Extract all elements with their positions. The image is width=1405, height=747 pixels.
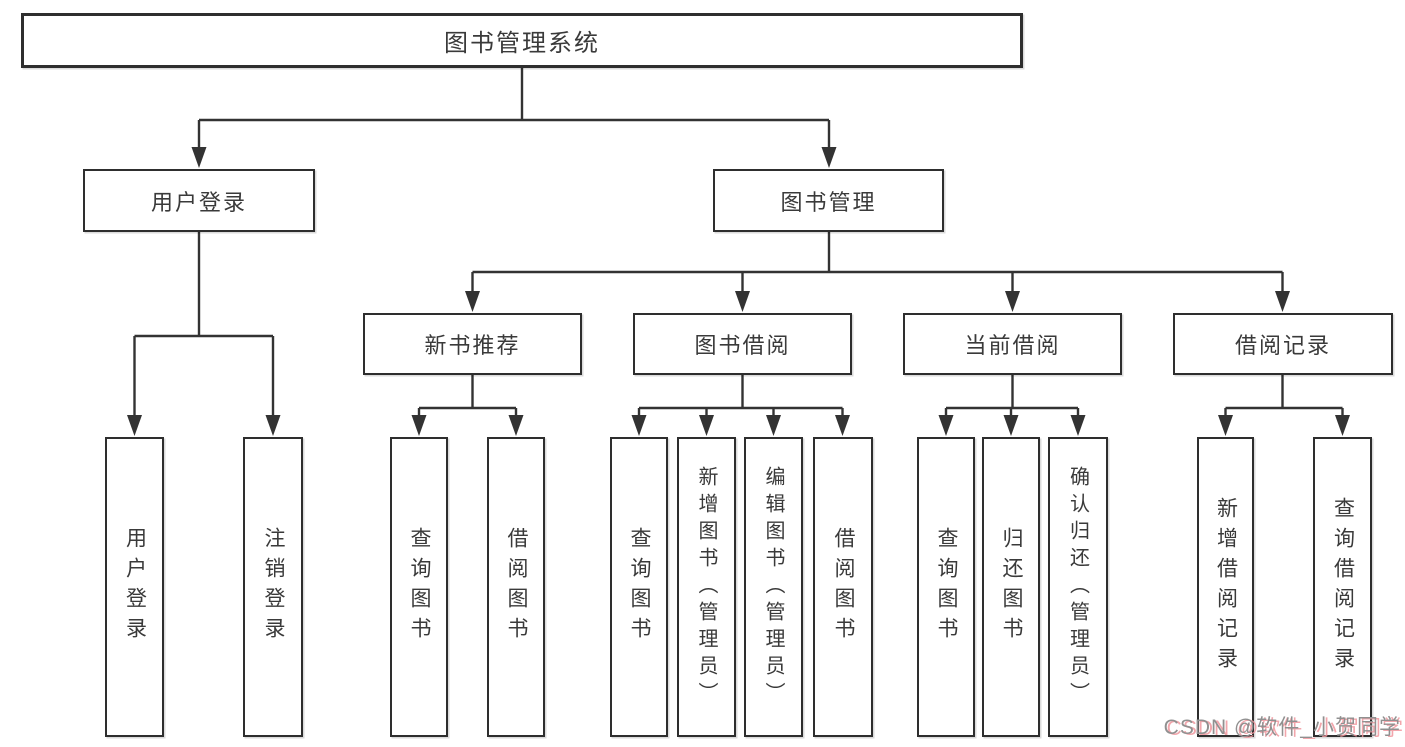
connector-records-to-leaves	[1224, 375, 1344, 418]
leaf-add-books-admin-label: 新增图书（管理员）	[695, 465, 717, 709]
connector-book-borrow-to-leaves	[637, 375, 844, 418]
node-book-borrow: 图书借阅	[633, 313, 852, 375]
leaf-query-books-current-label: 查询图书	[935, 527, 958, 647]
node-library-management-system-label: 图书管理系统	[444, 30, 600, 57]
leaf-borrow-books-label: 借阅图书	[832, 527, 855, 647]
node-new-book-recommend-label: 新书推荐	[424, 333, 521, 358]
leaf-return-books-label: 归还图书	[1000, 527, 1023, 647]
leaf-return-books: 归还图书	[982, 437, 1040, 737]
leaf-query-books-recommend: 查询图书	[390, 437, 448, 737]
connector-user-login-to-leaves	[133, 232, 275, 418]
leaf-borrow-books-recommend: 借阅图书	[487, 437, 545, 737]
connector-book-management-to-level3	[471, 232, 1284, 294]
watermark: CSDN @软件_小贺同学	[1163, 716, 1401, 739]
node-book-management-label: 图书管理	[780, 189, 877, 215]
leaf-query-books-borrow: 查询图书	[610, 437, 668, 737]
node-borrow-records-label: 借阅记录	[1234, 333, 1331, 358]
connector-current-borrow-to-leaves	[944, 375, 1080, 418]
connector-new-book-to-leaves	[417, 375, 518, 418]
leaf-query-books-borrow-label: 查询图书	[628, 527, 651, 647]
node-borrow-records: 借阅记录	[1173, 313, 1393, 375]
node-book-management: 图书管理	[713, 169, 944, 232]
leaf-query-books-current: 查询图书	[917, 437, 975, 737]
node-book-borrow-label: 图书借阅	[694, 333, 791, 358]
leaf-query-books-recommend-label: 查询图书	[408, 527, 431, 647]
leaf-logout-login-label: 注销登录	[262, 527, 285, 647]
node-user-login: 用户登录	[83, 169, 315, 232]
leaf-confirm-return-admin-label: 确认归还（管理员）	[1066, 465, 1089, 709]
node-current-borrow: 当前借阅	[903, 313, 1122, 375]
arrowhead-icons	[127, 147, 1350, 436]
leaf-add-books-admin: 新增图书（管理员）	[677, 437, 736, 737]
leaf-borrow-books-recommend-label: 借阅图书	[505, 527, 528, 647]
node-current-borrow-label: 当前借阅	[964, 333, 1061, 358]
leaf-user-login: 用户登录	[105, 437, 164, 737]
leaf-query-borrow-record-label: 查询借阅记录	[1331, 497, 1355, 677]
leaf-query-borrow-record: 查询借阅记录	[1313, 437, 1372, 737]
leaf-add-borrow-record-label: 新增借阅记录	[1214, 497, 1238, 677]
leaf-add-borrow-record: 新增借阅记录	[1197, 437, 1254, 737]
leaf-borrow-books: 借阅图书	[813, 437, 873, 737]
node-user-login-label: 用户登录	[150, 189, 247, 215]
connector-strokes	[133, 68, 1344, 418]
leaf-edit-books-admin-label: 编辑图书（管理员）	[762, 465, 784, 709]
leaf-user-login-label: 用户登录	[123, 527, 147, 647]
node-new-book-recommend: 新书推荐	[363, 313, 582, 375]
node-library-management-system: 图书管理系统	[21, 13, 1023, 68]
leaf-edit-books-admin: 编辑图书（管理员）	[744, 437, 803, 737]
leaf-confirm-return-admin: 确认归还（管理员）	[1048, 437, 1108, 737]
leaf-logout-login: 注销登录	[243, 437, 303, 737]
connector-root-to-level2	[197, 68, 831, 150]
